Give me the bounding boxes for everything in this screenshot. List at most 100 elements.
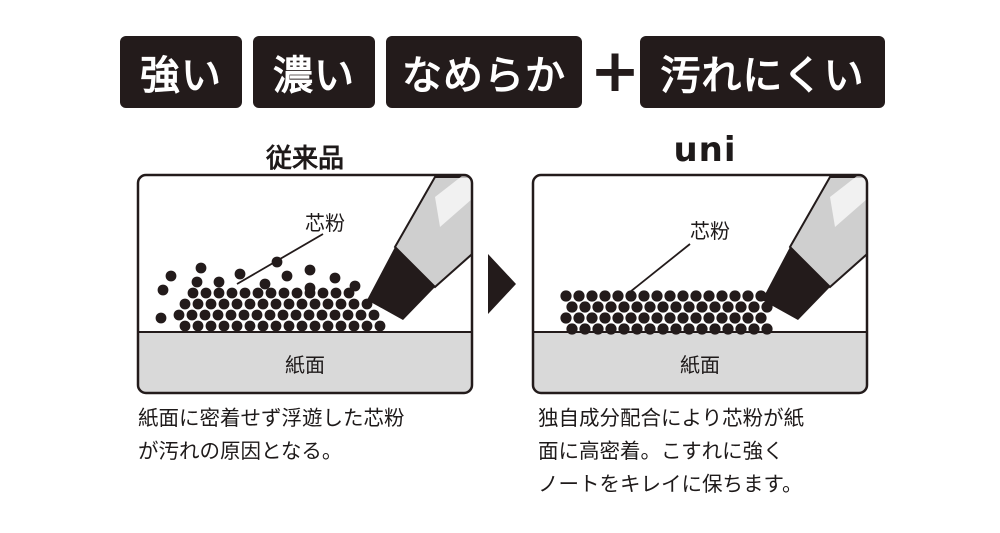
lead-particle [213,276,225,288]
lead-particle [625,290,637,302]
lead-particle [612,312,624,324]
lead-powder-label: 芯粉 [305,211,345,235]
lead-particle [283,298,295,310]
lead-particle [226,287,238,299]
lead-particle [742,290,754,302]
lead-particle [368,309,380,321]
lead-particle [657,301,669,313]
paper-surface [533,332,867,393]
lead-particle [278,287,290,299]
left-caption: 紙面に密着せず浮遊した芯粉 が汚れの原因となる。 [138,402,405,468]
lead-particle [683,301,695,313]
lead-particle [703,290,715,302]
lead-particle [200,287,212,299]
pencil-icon [762,175,867,320]
right-caption-line: ノートをキレイに保ちます。 [538,472,803,496]
lead-particle [296,320,308,332]
lead-particle [335,320,347,332]
lead-particle [329,309,341,321]
lead-particle [309,320,321,332]
lead-particle [644,301,656,313]
right-panel-diagram: 芯粉 紙面 [531,173,869,395]
lead-particle [592,323,604,335]
lead-particle [579,323,591,335]
badge-smudge-resistant: 汚れにくい [640,36,885,108]
lead-particle [335,298,347,310]
lead-particle [605,301,617,313]
lead-particle [309,298,321,310]
lead-particle [742,312,754,324]
lead-particle [755,312,767,324]
lead-particle [670,301,682,313]
right-caption: 独自成分配合により芯粉が紙 面に高密着。こすれに強く ノートをキレイに保ちます。 [538,402,804,501]
uni-logo: uni [673,130,737,170]
lead-particle [566,301,578,313]
lead-particle [703,312,715,324]
lead-particle [270,320,282,332]
lead-particle [748,301,760,313]
lead-particle [729,290,741,302]
lead-particle [239,287,251,299]
lead-particle [244,320,256,332]
lead-particle [348,320,360,332]
lead-particle [638,290,650,302]
lead-particle [374,320,386,332]
lead-particle [173,309,185,321]
lead-particle [234,268,246,280]
lead-particle [218,298,230,310]
lead-particle [761,323,773,335]
lead-particle [579,301,591,313]
lead-powder-label: 芯粉 [690,219,730,243]
lead-particle [729,312,741,324]
paper-label: 紙面 [680,353,720,377]
lead-particle [677,290,689,302]
lead-particle [560,312,572,324]
left-panel-title: 従来品 [265,144,344,174]
lead-particle [709,301,721,313]
lead-particle [192,320,204,332]
left-panel-diagram: 芯粉 紙面 [136,173,474,395]
lead-particle [329,272,341,284]
lead-particle [155,312,167,324]
lead-particle [348,298,360,310]
lead-particle [690,290,702,302]
triangle-right-icon [488,254,516,314]
lead-particle [303,309,315,321]
lead-particle [179,298,191,310]
lead-particle [316,309,328,321]
lead-particle [238,309,250,321]
lead-particle [735,301,747,313]
lead-particle [644,323,656,335]
left-caption-line: が汚れの原因となる。 [138,439,343,463]
lead-particle [322,320,334,332]
lead-particle [186,309,198,321]
lead-particle [257,298,269,310]
badge-smooth: なめらか [386,36,582,108]
lead-particle [342,309,354,321]
lead-particle [231,298,243,310]
lead-particle [291,287,303,299]
plus-sign: + [589,36,641,106]
lead-particle [290,309,302,321]
lead-particle [709,323,721,335]
lead-particle [664,312,676,324]
lead-particle [157,284,169,296]
lead-particle [605,323,617,335]
lead-particle [651,312,663,324]
lead-particle [199,309,211,321]
lead-particle [264,309,276,321]
lead-particle [192,298,204,310]
lead-particle [257,320,269,332]
lead-particle [179,320,191,332]
lead-particles [560,290,773,335]
lead-particle [735,323,747,335]
lead-particle [361,320,373,332]
lead-particle [231,320,243,332]
paper-label: 紙面 [285,353,325,377]
lead-particle [748,323,760,335]
lead-particle [343,287,355,299]
lead-particle [265,287,277,299]
lead-particle [277,309,289,321]
lead-particle [696,301,708,313]
lead-particle [657,323,669,335]
